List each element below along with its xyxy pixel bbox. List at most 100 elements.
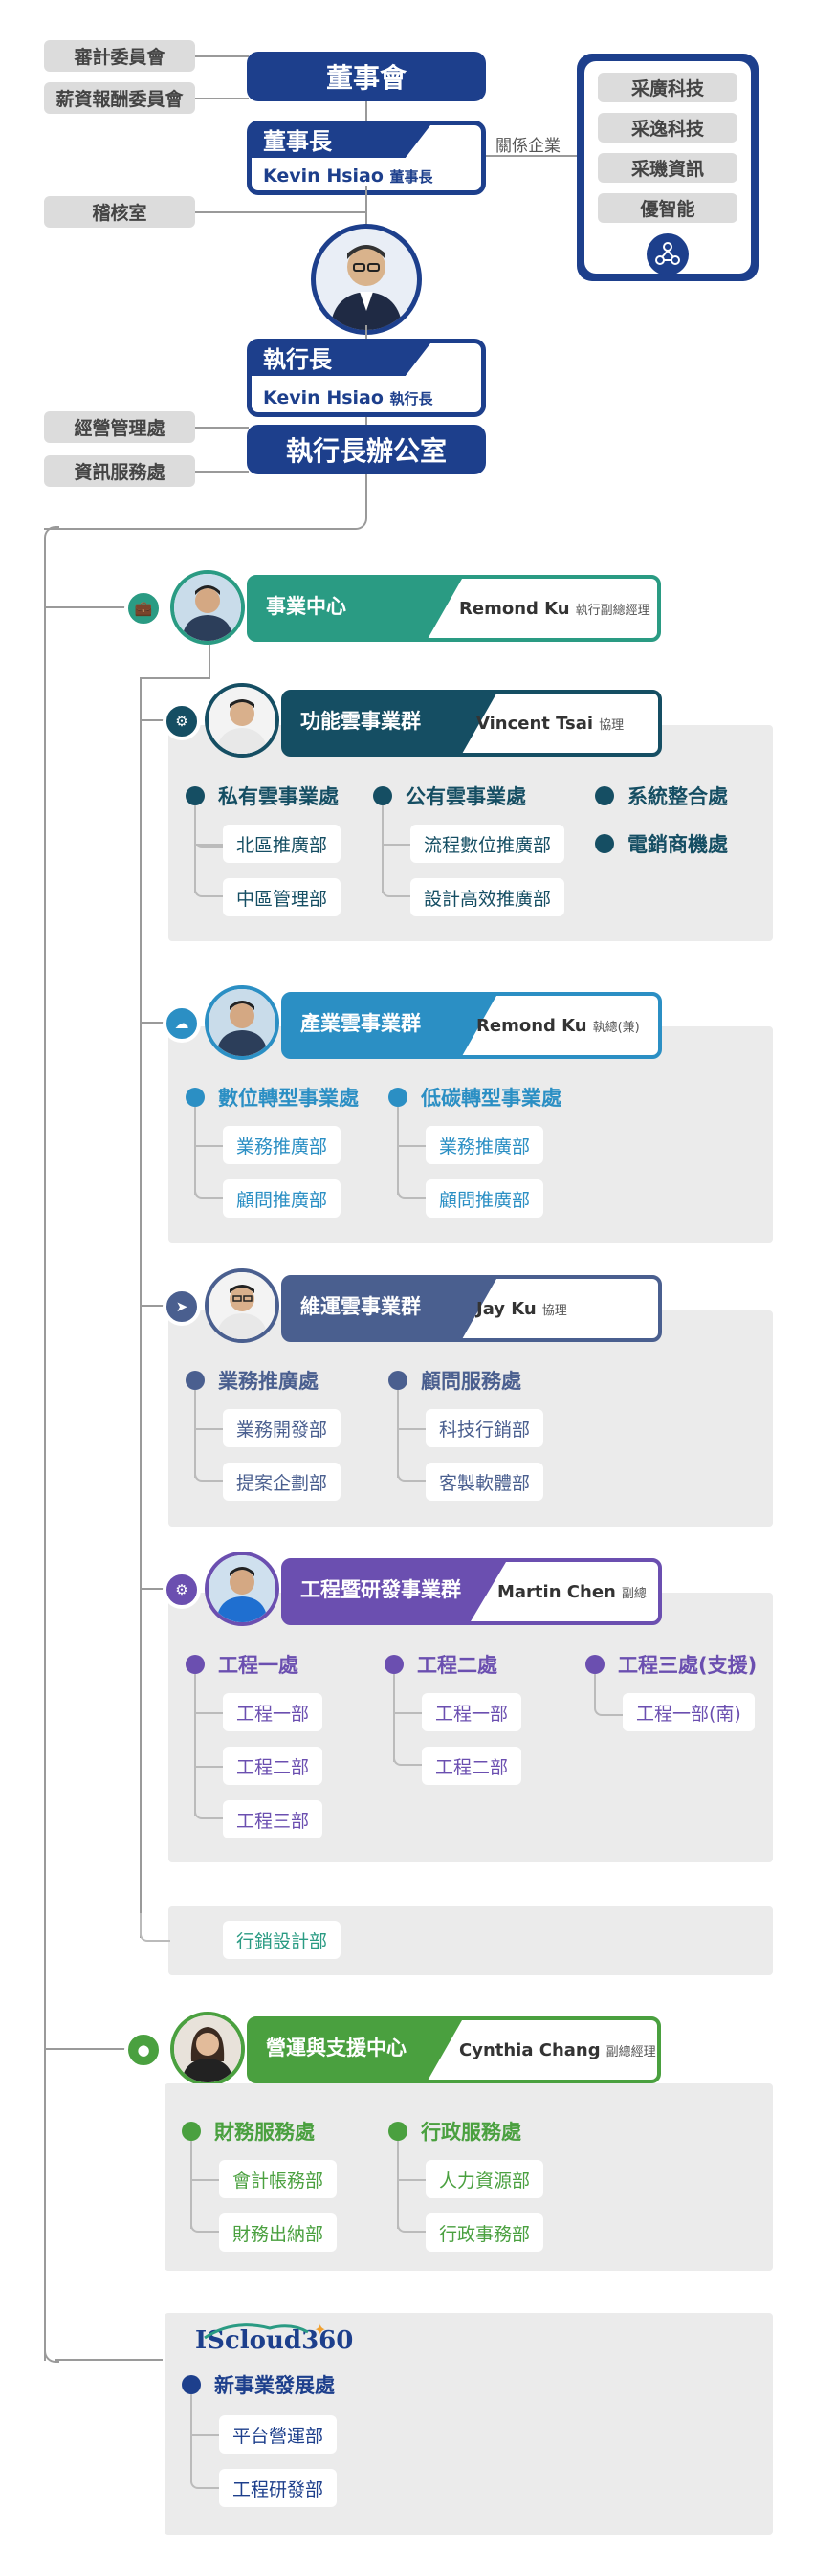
division-dot [182,2375,201,2394]
network-icon [647,233,689,275]
department-item: 工程二部 [422,1747,522,1785]
department-item: 工程一部(南) [623,1693,755,1731]
department-item: 業務推廣部 [223,1126,341,1164]
division-dot [186,1655,205,1674]
business-center-avatar [170,570,245,645]
department-item: 會計帳務部 [219,2160,338,2198]
gear-icon: ⚙ [163,702,201,740]
division-title: 工程二處 [417,1654,497,1677]
department-item: 工程一部 [422,1693,522,1731]
chairman-name: Kevin Hsiao 董事長 [263,165,433,187]
department-item: 設計高效推廣部 [410,878,565,916]
affiliate-item: 采廣科技 [598,73,737,102]
division-title: 電銷商機處 [627,833,728,856]
department-item: 財務出納部 [219,2213,338,2252]
department-item: 工程三部 [223,1800,323,1838]
compensation-committee: 薪資報酬委員會 [44,82,195,114]
chairman-title: 董事長 [252,125,430,158]
division-title: 工程三處(支援) [618,1654,758,1677]
division-dot [595,834,614,853]
division-dot [182,2122,201,2141]
affiliate-item: 采逸科技 [598,113,737,143]
department-item: 業務開發部 [223,1409,341,1447]
division-title: 數位轉型事業處 [218,1087,359,1110]
briefcase-icon: 💼 [124,589,163,627]
division-title: 財務服務處 [214,2121,315,2144]
department-item: 流程數位推廣部 [410,825,565,863]
ceo-avatar [311,224,422,335]
department-item: 行政事務部 [426,2213,544,2252]
group-title: 產業雲事業群 [285,996,496,1055]
affiliate-item: 采璣資訊 [598,153,737,183]
iscloud-logo: IScloud360 ✦ [195,2321,354,2355]
department-item: 工程一部 [223,1693,323,1731]
division-title: 公有雲事業處 [406,785,526,808]
it-service-office: 資訊服務處 [44,455,195,487]
support-center-avatar [170,2012,245,2086]
affiliate-label: 關係企業 [495,137,561,156]
ceo-name: Kevin Hsiao 執行長 [263,387,433,408]
paper-plane-icon: ➤ [163,1288,201,1326]
department-item: 人力資源部 [426,2160,544,2198]
department-item: 科技行銷部 [426,1409,544,1447]
audit-committee: 審計委員會 [44,40,195,72]
division-dot [186,786,205,805]
division-dot [388,1088,407,1107]
board-of-directors: 董事會 [247,52,486,101]
group-leader-avatar [205,1268,279,1343]
department-item: 北區推廣部 [223,825,341,863]
division-title: 工程一處 [218,1654,298,1677]
department-item: 工程二部 [223,1747,323,1785]
business-center-title: 事業中心 [251,579,462,638]
department-item: 行銷設計部 [223,1921,341,1959]
group-leader-avatar [205,683,279,758]
group-title: 工程暨研發事業群 [285,1562,506,1621]
department-item: 業務推廣部 [426,1126,544,1164]
user-icon: ● [124,2031,163,2069]
chairman-box: 董事長 Kevin Hsiao 董事長 [247,121,486,195]
division-dot [385,1655,404,1674]
support-center-title: 營運與支援中心 [251,2020,462,2080]
group-title: 功能雲事業群 [285,694,496,753]
affiliate-item: 優智能 [598,193,737,223]
division-title: 低碳轉型事業處 [421,1087,561,1110]
division-dot [186,1371,205,1390]
gear-icon: ⚙ [163,1571,201,1609]
division-dot [373,786,392,805]
ceo-office: 執行長辦公室 [247,425,486,474]
division-dot [595,786,614,805]
group-leader-avatar [205,985,279,1060]
division-title: 私有雲事業處 [218,785,339,808]
management-office: 經營管理處 [44,411,195,443]
division-title: 業務推廣處 [218,1370,319,1393]
department-item: 中區管理部 [223,878,341,916]
division-title: 行政服務處 [421,2121,521,2144]
internal-audit-office: 稽核室 [44,196,195,228]
department-item: 工程研發部 [219,2469,338,2507]
division-dot [388,2122,407,2141]
division-title: 新事業發展處 [214,2374,335,2397]
department-item: 提案企劃部 [223,1463,341,1501]
division-dot [186,1088,205,1107]
department-item: 平台營運部 [219,2415,338,2454]
group-title: 維運雲事業群 [285,1279,496,1338]
affiliates-panel: 采廣科技 采逸科技 采璣資訊 優智能 [577,54,759,281]
ceo-title: 執行長 [252,343,430,376]
department-item: 顧問推廣部 [426,1179,544,1218]
ceo-box: 執行長 Kevin Hsiao 執行長 [247,339,486,417]
group-leader-avatar [205,1552,279,1626]
division-dot [585,1655,605,1674]
cloud-icon: ☁ [163,1004,201,1043]
